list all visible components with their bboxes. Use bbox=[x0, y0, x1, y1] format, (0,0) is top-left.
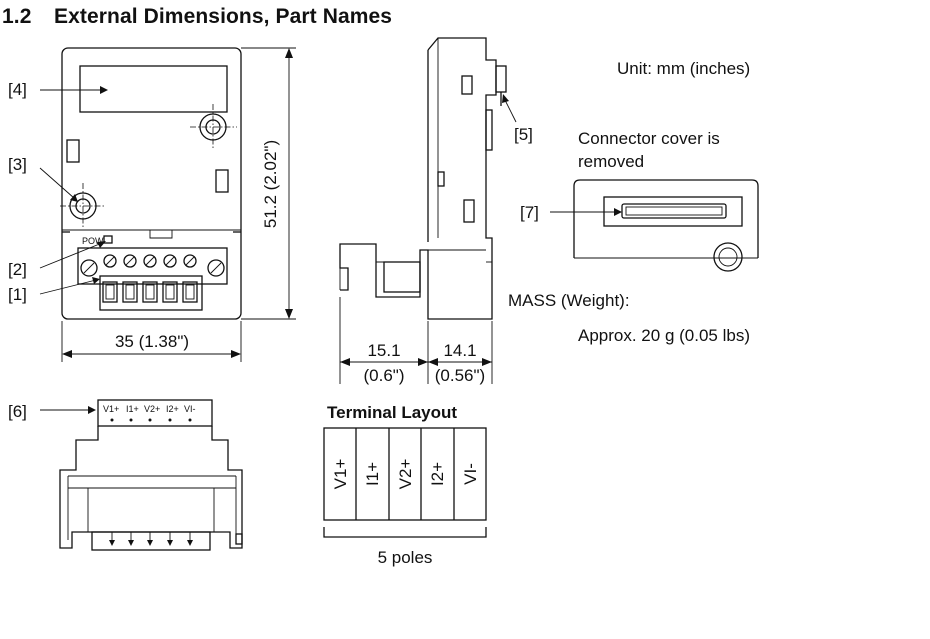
terminal-v1-plus: V1+ bbox=[331, 459, 350, 490]
connector-detail: Unit: mm (inches) Connector cover is rem… bbox=[508, 59, 759, 345]
terminal-vi-minus: VI- bbox=[461, 463, 480, 485]
terminal-v2-plus: V2+ bbox=[396, 459, 415, 490]
section-title: External Dimensions, Part Names bbox=[54, 5, 393, 28]
mass-label: MASS (Weight): bbox=[508, 291, 630, 310]
depth1-in: (0.6") bbox=[364, 366, 405, 385]
bottom-terminal-2: I1+ bbox=[126, 404, 139, 414]
callout-1: [1] bbox=[8, 285, 27, 304]
section-number: 1.2 bbox=[2, 5, 32, 28]
bottom-terminal-4: I2+ bbox=[166, 404, 179, 414]
callout-5: [5] bbox=[514, 125, 533, 144]
mass-value: Approx. 20 g (0.05 lbs) bbox=[578, 326, 750, 345]
terminal-i2-plus: I2+ bbox=[428, 462, 447, 486]
callout-6: [6] bbox=[8, 402, 27, 421]
connector-note-line2: removed bbox=[578, 152, 644, 171]
callout-7: [7] bbox=[520, 203, 539, 222]
bottom-view: [6] V1+ I1+ V2+ I2+ VI- bbox=[8, 399, 243, 551]
height-dimension: 51.2 (2.02") bbox=[261, 140, 280, 228]
side-view: [5] 15.1 (0.6") 14.1 (0.56") bbox=[339, 37, 533, 385]
depth2-in: (0.56") bbox=[435, 366, 485, 385]
mounting-hole-top bbox=[190, 104, 237, 150]
terminal-layout: Terminal Layout V1+ I1+ V2+ I2+ VI- 5 po… bbox=[323, 403, 487, 567]
callout-4: [4] bbox=[8, 80, 27, 99]
poles-label: 5 poles bbox=[378, 548, 433, 567]
terminal-layout-title: Terminal Layout bbox=[327, 403, 457, 422]
unit-note: Unit: mm (inches) bbox=[617, 59, 750, 78]
callout-3: [3] bbox=[8, 155, 27, 174]
connector-note-line1: Connector cover is bbox=[578, 129, 720, 148]
mounting-hole-left bbox=[60, 183, 106, 229]
depth1-mm: 15.1 bbox=[367, 341, 400, 360]
terminal-block bbox=[77, 247, 228, 311]
bottom-terminal-3: V2+ bbox=[144, 404, 160, 414]
callout-2: [2] bbox=[8, 260, 27, 279]
power-led bbox=[103, 235, 113, 244]
terminal-i1-plus: I1+ bbox=[363, 462, 382, 486]
section-heading: 1.2 External Dimensions, Part Names bbox=[2, 5, 392, 29]
bottom-terminal-1: V1+ bbox=[103, 404, 119, 414]
bottom-terminal-5: VI- bbox=[184, 404, 196, 414]
pow-led-label: POW bbox=[82, 236, 104, 246]
width-dimension: 35 (1.38") bbox=[115, 332, 189, 351]
depth2-mm: 14.1 bbox=[443, 341, 476, 360]
front-view: POW [4] [3] [2] [1] bbox=[8, 47, 296, 362]
